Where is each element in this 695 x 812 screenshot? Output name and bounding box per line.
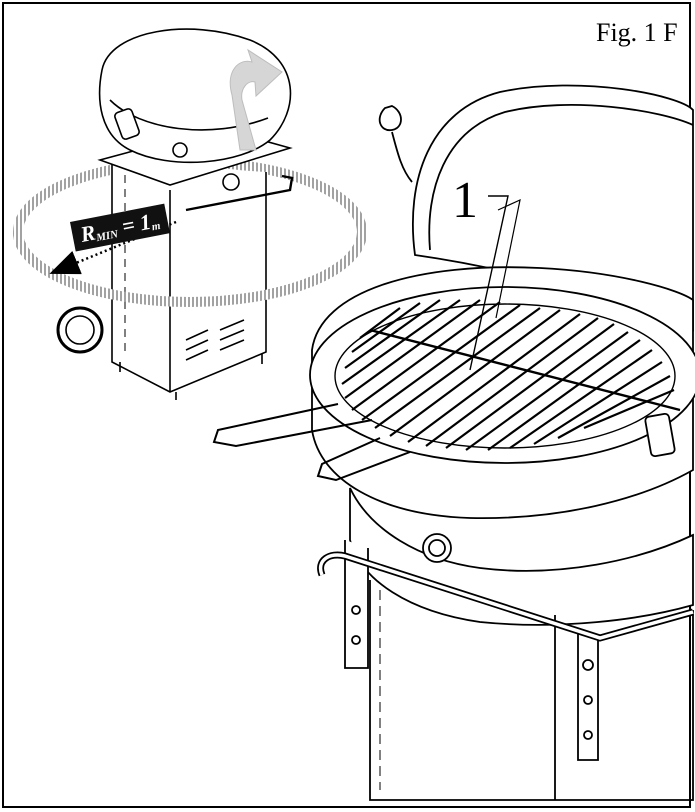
large-grill-icon [212,84,695,801]
cooking-grid [341,299,675,451]
rotate-arrow-icon [229,48,283,151]
part-number-label: 1 [452,172,478,229]
clearance-unit: m [150,219,162,234]
figure-caption: Fig. 1 F [596,18,678,47]
clearance-subscript: MIN [95,228,120,245]
small-grill-icon [13,28,367,400]
